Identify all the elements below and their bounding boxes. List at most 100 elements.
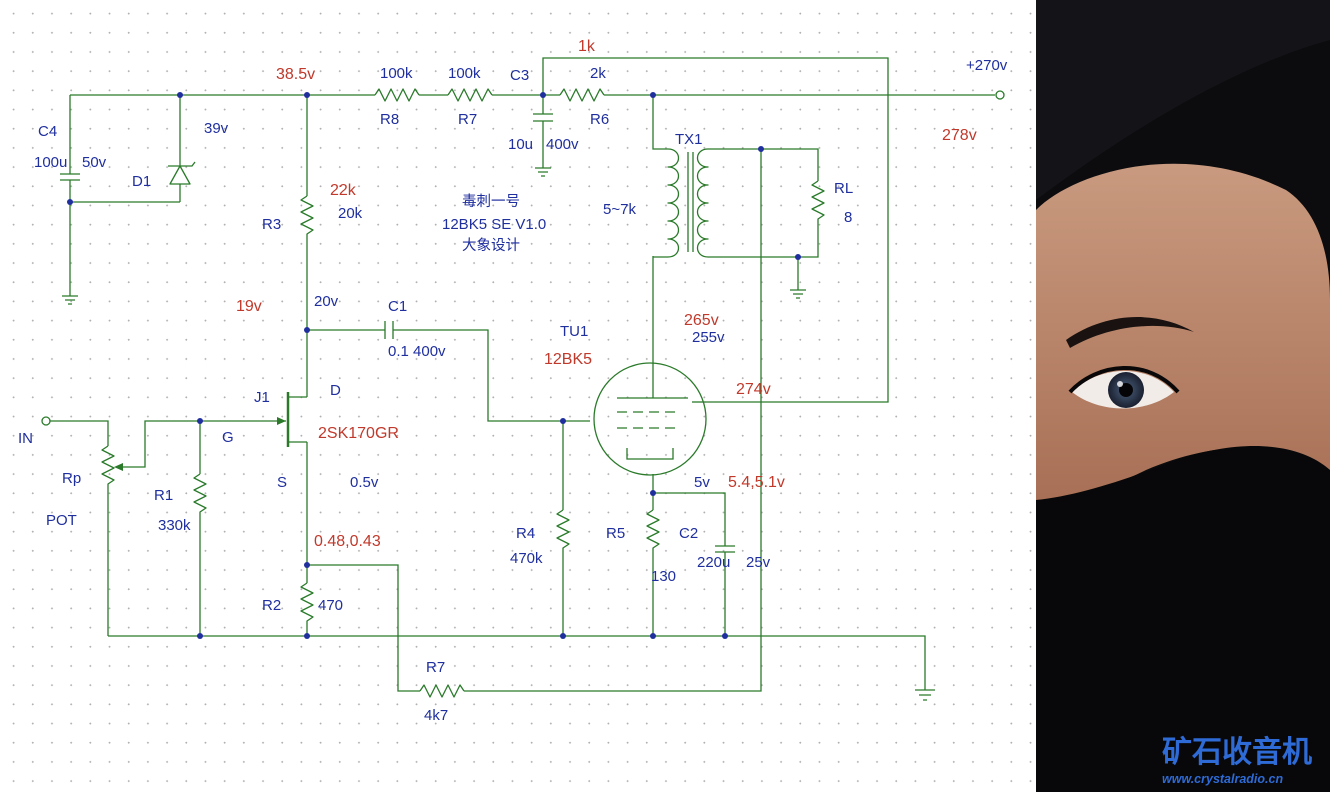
voltage-supply-measured: 278v <box>942 127 977 144</box>
voltage-plate-measured: 265v <box>684 312 719 329</box>
capacitor-c4 <box>60 95 80 296</box>
resistor-r2 <box>300 582 314 625</box>
junction-dots <box>67 92 801 639</box>
resistor-r4 <box>556 509 570 552</box>
watermark-site-name: 矿石收音机 <box>1162 735 1312 770</box>
wire-j1 <box>288 330 308 565</box>
tx1-primary-winding <box>653 148 680 258</box>
label-c3-voltage: 400v <box>546 136 579 153</box>
label-r3-value: 20k <box>338 205 363 222</box>
label-supply: +270v <box>966 57 1008 74</box>
label-r8: R8 <box>380 111 399 128</box>
wire-secondary <box>708 148 819 258</box>
label-r8-value: 100k <box>380 65 413 82</box>
label-j1-type: 2SK170GR <box>318 425 399 442</box>
label-c3: C3 <box>510 67 529 84</box>
jfet-arrow <box>277 417 286 425</box>
title-line2: 12BK5 SE V1.0 <box>442 216 546 233</box>
pot-wiper-arrow <box>114 463 123 471</box>
resistor-r5 <box>646 509 660 552</box>
voltage-drain: 20v <box>314 293 339 310</box>
ground-rl <box>790 289 806 299</box>
label-r2: R2 <box>262 597 281 614</box>
resistor-r7-top <box>447 88 493 102</box>
ground-c3 <box>535 167 551 177</box>
label-d1-voltage: 39v <box>204 120 229 137</box>
tube-envelope <box>593 362 707 476</box>
capacitor-c3 <box>533 95 553 168</box>
resistor-r7-feedback <box>419 684 465 698</box>
resistor-r8 <box>374 88 420 102</box>
wire-feedback <box>307 149 762 692</box>
wire-d1 <box>70 95 181 203</box>
veiled-woman-image <box>1036 0 1330 792</box>
label-j1-source: S <box>277 474 287 491</box>
label-r7-top: R7 <box>458 111 477 128</box>
voltage-source: 0.5v <box>350 474 379 491</box>
label-tu1-type: 12BK5 <box>544 351 592 368</box>
resistor-r3 <box>300 195 314 238</box>
label-rl: RL <box>834 180 853 197</box>
label-c3-value: 10u <box>508 136 533 153</box>
label-c4-value: 100u <box>34 154 67 171</box>
capacitor-c1 <box>307 321 590 422</box>
wire-r5-c2 <box>652 492 735 636</box>
label-tx1-impedance: 5~7k <box>603 201 636 218</box>
label-j1-drain: D <box>330 382 341 399</box>
label-c1: C1 <box>388 298 407 315</box>
label-j1-gate: G <box>222 429 234 446</box>
voltage-plate: 255v <box>692 329 725 346</box>
potentiometer-rp <box>101 445 115 488</box>
label-j1: J1 <box>254 389 270 406</box>
label-r5: R5 <box>606 525 625 542</box>
voltage-node-38v: 38.5v <box>276 66 315 83</box>
label-c2: C2 <box>679 525 698 542</box>
resistor-r1 <box>193 473 207 516</box>
label-r6-value: 2k <box>590 65 606 82</box>
voltage-screen-measured: 274v <box>736 381 771 398</box>
label-r2-value: 470 <box>318 597 343 614</box>
label-tx1: TX1 <box>675 131 703 148</box>
wire-screen-feed <box>542 57 889 403</box>
label-r1: R1 <box>154 487 173 504</box>
title-line3: 大象设计 <box>462 237 520 254</box>
title-line1: 毒刺一号 <box>462 193 520 210</box>
tube-cathode <box>626 448 674 460</box>
label-r7-top-value: 100k <box>448 65 481 82</box>
label-1k-resistor: 1k <box>578 38 596 55</box>
label-r3: R3 <box>262 216 281 233</box>
label-c1-value: 0.1 400v <box>388 343 446 360</box>
input-terminal[interactable] <box>41 416 51 426</box>
ground-main <box>915 689 935 701</box>
watermark-url: www.crystalradio.cn <box>1162 772 1283 786</box>
label-c4-voltage: 50v <box>82 154 107 171</box>
voltage-source-measured: 0.48,0.43 <box>314 533 381 550</box>
label-d1: D1 <box>132 173 151 190</box>
label-r7-feedback-value: 4k7 <box>424 707 448 724</box>
wire-ground-rail <box>108 635 926 690</box>
label-r5-value: 130 <box>651 568 676 585</box>
wire-tx1-primary-top <box>652 95 668 150</box>
tx1-secondary-winding <box>696 148 709 258</box>
label-rl-value: 8 <box>844 209 852 226</box>
niqab-veil <box>1036 446 1330 792</box>
label-r4: R4 <box>516 525 535 542</box>
supply-terminal[interactable] <box>995 90 1005 100</box>
voltage-drain-measured: 19v <box>236 298 262 315</box>
label-c2-voltage: 25v <box>746 554 771 571</box>
photo-panel: 矿石收音机 www.crystalradio.cn <box>1036 0 1330 792</box>
zener-d1 <box>168 161 196 185</box>
voltage-cathode-measured: 5.4,5.1v <box>728 474 785 491</box>
label-rp: Rp <box>62 470 81 487</box>
resistor-rl <box>811 180 825 223</box>
label-r1-value: 330k <box>158 517 191 534</box>
watermark: 矿石收音机 www.crystalradio.cn <box>1162 735 1312 786</box>
schematic-drawing: 毒刺一号 12BK5 SE V1.0 大象设计 C4 100u 50v D1 3… <box>18 38 1008 724</box>
resistor-r6 <box>559 88 605 102</box>
label-tu1: TU1 <box>560 323 588 340</box>
voltage-cathode: 5v <box>694 474 710 491</box>
ground-c4 <box>62 295 78 305</box>
label-r4-value: 470k <box>510 550 543 567</box>
label-input: IN <box>18 430 33 447</box>
wire-pot <box>50 420 200 636</box>
